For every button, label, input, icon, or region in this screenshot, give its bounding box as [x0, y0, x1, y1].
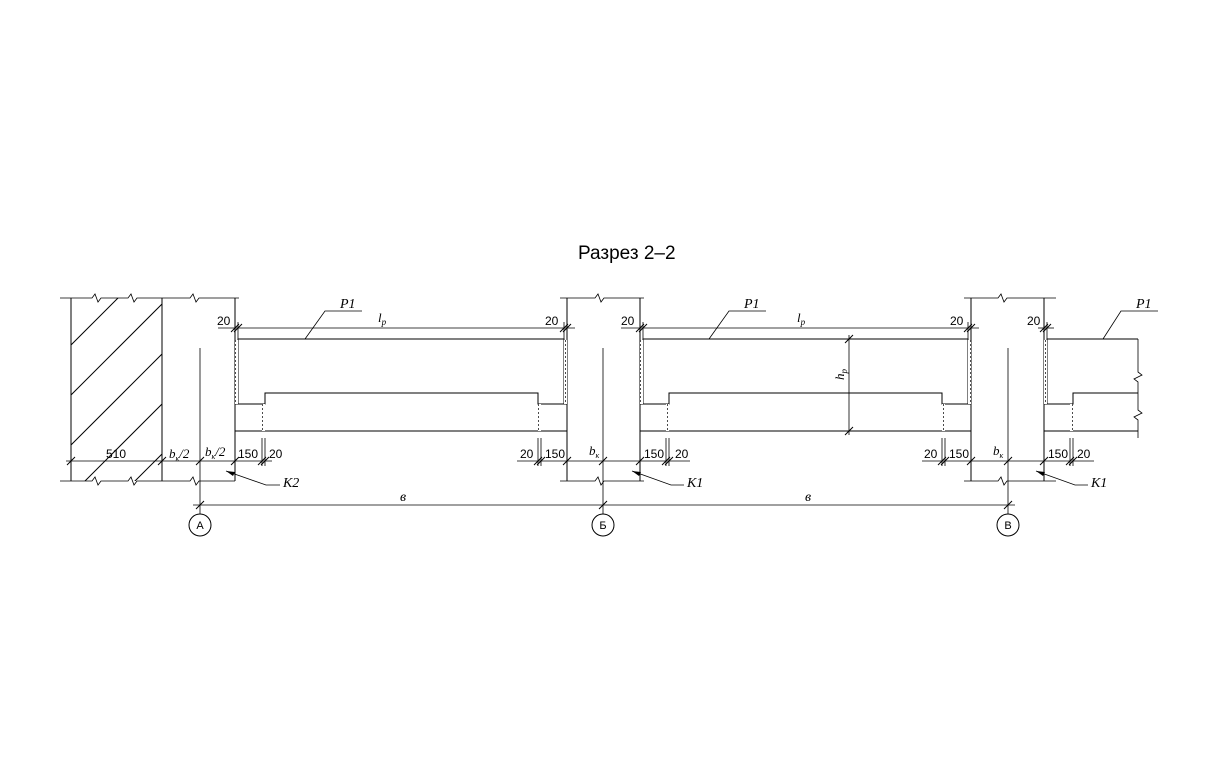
dim-gap-right-1: 20 — [545, 314, 559, 328]
dim-gap-5: 20 — [1077, 447, 1091, 461]
bottom-dimension-chain: 510 bк/2 bк/2 150 20 20 150 bк 150 20 20… — [66, 438, 1094, 466]
dim-gap-4: 20 — [924, 447, 938, 461]
dim-seat-3: 150 — [644, 447, 664, 461]
dim-seat-1: 150 — [238, 447, 258, 461]
dim-gap-1: 20 — [269, 447, 283, 461]
beam-label-text-1: Р1 — [339, 297, 356, 312]
beam-label-text-3: Р1 — [1135, 297, 1152, 312]
column-label-k1-b: К1 — [631, 470, 703, 491]
hp-label: hр — [832, 369, 849, 381]
beam-p1-span-3 — [1044, 338, 1143, 438]
axis-bubble-v: В — [996, 513, 1020, 537]
beam-height-dimension: hр — [832, 334, 854, 436]
dim-gap-left-1: 20 — [217, 314, 231, 328]
dim-gap-left-3: 20 — [1027, 314, 1041, 328]
beam-length-dimension-1: 20 20 lр — [217, 310, 575, 340]
dim-bk-2: bк — [993, 443, 1004, 460]
dim-bk-1: bк — [589, 443, 600, 460]
dim-gap-2: 20 — [520, 447, 534, 461]
beam-length-dimension-3: 20 — [1027, 314, 1054, 340]
axis-label-v: В — [1004, 520, 1011, 532]
section-title: Разрез 2–2 — [578, 243, 676, 264]
axis-label-a: А — [196, 520, 204, 532]
beam-p1-span-1 — [234, 338, 568, 432]
axis-label-b: Б — [599, 520, 606, 532]
dim-seat-4: 150 — [949, 447, 969, 461]
beam-label-1: Р1 — [304, 297, 362, 340]
dim-gap-3: 20 — [675, 447, 689, 461]
dim-wall: 510 — [106, 447, 126, 461]
beam-p1-span-2 — [639, 338, 972, 432]
beam-label-2: Р1 — [708, 297, 766, 340]
dim-half-bk-left: bк/2 — [169, 446, 190, 463]
lp-label-2: lр — [797, 310, 806, 327]
dim-gap-right-2: 20 — [950, 314, 964, 328]
axis-bubble-a: А — [188, 513, 212, 537]
column-label-text-k1-v: К1 — [1090, 476, 1107, 491]
beam-label-text-2: Р1 — [743, 297, 760, 312]
axis-bubble-b: Б — [591, 513, 615, 537]
span-label-2: в — [805, 490, 811, 505]
span-dimension: в в — [193, 490, 1015, 510]
dim-half-bk-right: bк/2 — [205, 444, 226, 461]
dim-gap-left-2: 20 — [621, 314, 635, 328]
column-label-k1-v: К1 — [1035, 470, 1107, 491]
column-label-k2: К2 — [225, 470, 299, 491]
beam-label-3: Р1 — [1102, 297, 1158, 340]
axis-lines — [199, 348, 1009, 514]
dim-seat-5: 150 — [1048, 447, 1068, 461]
lp-label-1: lр — [378, 310, 387, 327]
column-label-text-k2: К2 — [282, 476, 299, 491]
brick-wall — [60, 293, 163, 486]
column-k1-v — [964, 293, 1056, 486]
beam-length-dimension-2: 20 20 lр — [621, 310, 979, 340]
column-label-text-k1-b: К1 — [686, 476, 703, 491]
dim-seat-2: 150 — [545, 447, 565, 461]
span-label-1: в — [400, 490, 406, 505]
